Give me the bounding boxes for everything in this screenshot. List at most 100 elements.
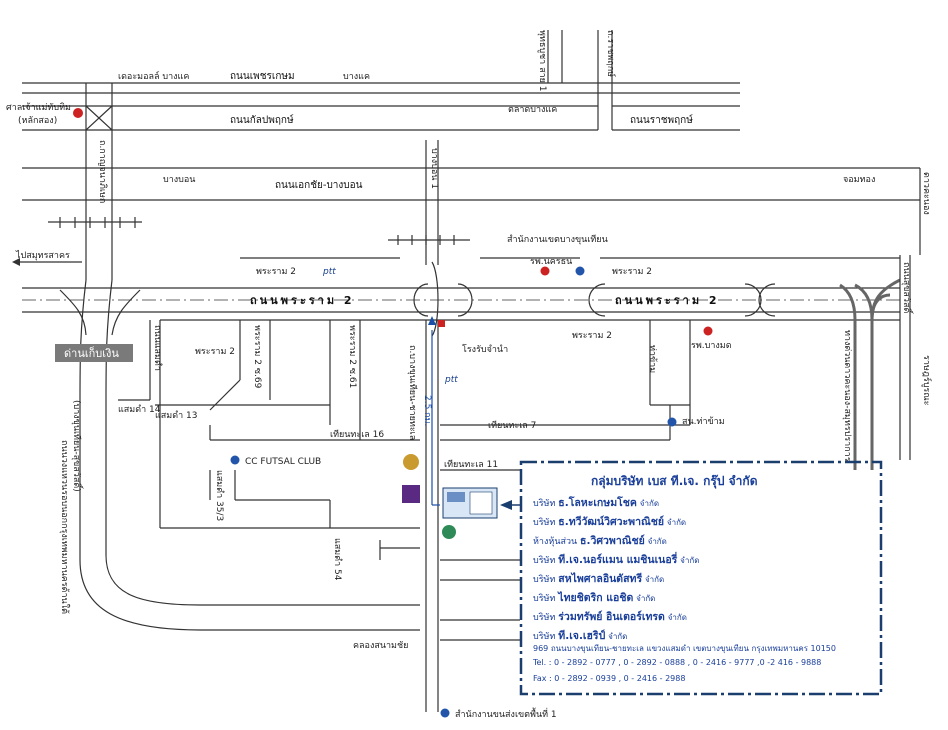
label-samae-dam-13: แสมดำ 13: [155, 410, 197, 421]
marker-shrine: [73, 108, 83, 118]
label-dao-khanong: ดาวคะนอง: [921, 172, 931, 215]
bank-ktb-icon: [403, 454, 419, 470]
label-bkt-chaithale: ถ.บางขุนเทียน-ชายทะเล: [407, 345, 418, 440]
road-phetkasem: [22, 82, 740, 94]
company-line-name: ไทยชิตริก แอชิด: [558, 592, 634, 604]
label-kanchanaphisek: ถ.กาญจนาภิเษก: [97, 140, 108, 203]
interchange-east: [588, 283, 776, 317]
toll-plaza-badge: [55, 344, 133, 362]
company-line-prefix: บริษัท: [533, 556, 556, 566]
label-ekachai: ถนนเอกชัย-บางบอน: [275, 180, 363, 191]
label-samae-dam-14: แสมดำ 14: [118, 404, 161, 415]
company-line-name: สหไพศาลอินดัสทรี: [558, 573, 643, 585]
label-ratburana: ราษฎร์บูรณะ: [921, 355, 933, 406]
company-line-name: ธ.ทวีวัฒน์วิศวะพาณิชย์: [558, 516, 665, 528]
company-line-1: บริษัท ธ.โลหะเกษมโชค จำกัด: [533, 494, 659, 511]
company-line-7: บริษัท ร่วมทรัพย์ อินเตอร์เทรด จำกัด: [533, 608, 687, 625]
marker-revenue-office: [440, 708, 450, 718]
company-box-border: [519, 460, 883, 696]
label-rama2-a: พระราม 2: [256, 267, 296, 277]
label-rama2-d: พระราม 2: [612, 267, 652, 277]
company-line-suffix: จำกัด: [666, 518, 687, 527]
road-ratchaphruek-v: [597, 30, 613, 130]
label-samae-dam: ถนนแสมดำ: [152, 325, 163, 371]
label-chom-thong: จอมทอง: [843, 175, 875, 185]
label-tian-thale-7: เทียนทะเล 7: [488, 420, 536, 431]
road-phutthabucha: [547, 30, 563, 83]
marker-cc-futsal: [230, 455, 240, 465]
bank-kbank-icon: [442, 525, 456, 539]
road-kanchanaphisek-v: [85, 83, 113, 280]
company-line-prefix: บริษัท: [533, 518, 556, 528]
road-ekachai: [22, 167, 920, 201]
company-line-prefix: บริษัท: [533, 499, 556, 509]
company-line-5: บริษัท สหไพศาลอินดัสทรี จำกัด: [533, 570, 664, 587]
road-bang-khun-thian: [425, 320, 439, 712]
label-ratchaphruek-v: ถ.ราชพฤกษ์: [605, 30, 617, 77]
company-line-name: ที.เจ.เฮริป์: [558, 630, 606, 642]
label-expressway: ทางด่วนดาวคะนอง-สมุทรปราการ: [842, 330, 852, 462]
label-police: สน.ท่าข้าม: [682, 416, 725, 427]
company-line-suffix: จำกัด: [644, 575, 665, 584]
label-bang-khae: บางแค: [343, 72, 370, 82]
label-seacon: เดอะมอลล์ บางแค: [118, 70, 189, 82]
road-rama2: [22, 257, 900, 321]
company-line-name: ที.เจ.นอร์แมน แมชินเนอรี่: [558, 554, 678, 566]
company-address: 969 ถนนบางขุนเทียน-ชายทะเล แขวงแสมดำ เขต…: [533, 644, 836, 653]
company-line-4: บริษัท ที.เจ.นอร์แมน แมชินเนอรี่ จำกัด: [533, 551, 699, 568]
company-line-suffix: จำกัด: [608, 632, 628, 641]
label-suksawat: ถนนสุขสวัสดิ์: [901, 262, 914, 315]
arrow-to-box: [500, 500, 521, 510]
company-info-box: กลุ่มบริษัท เบส ที.เจ. กรุ๊ป จำกัด บริษั…: [521, 462, 881, 694]
label-rama2-main: ถนนพระราม 2: [250, 294, 355, 307]
company-building-icon: [442, 487, 498, 519]
company-line-prefix: บริษัท: [533, 613, 556, 623]
road-kanlapaphruek: [22, 105, 740, 131]
label-revenue-office: สำนักงานขนส่งเขตพื้นที่ 1: [455, 707, 557, 720]
label-bang-bon-1: บางบอน 1: [429, 148, 439, 189]
label-hospital-nakhon: รพ.นครธน: [530, 257, 572, 267]
company-fax: Fax : 0 - 2892 - 0939 , 0 - 2416 - 2988: [533, 674, 686, 683]
side-streets: [118, 320, 691, 641]
company-line-6: บริษัท ไทยชิตริก แอชิด จำกัด: [533, 589, 655, 606]
company-line-name: ธ.โลหะเกษมโชค: [558, 497, 637, 509]
label-tian-thale-11: เทียนทะเล 11: [444, 459, 498, 470]
label-water-plant: โรงรับจำนำ: [462, 344, 508, 355]
label-rama2-69: พระราม 2 ซ.69: [252, 325, 262, 389]
company-line-suffix: จำกัด: [680, 556, 700, 565]
route-arrow: [428, 316, 440, 506]
company-line-suffix: จำกัด: [636, 594, 656, 603]
company-line-suffix: จำกัด: [667, 613, 687, 622]
label-samae-dam-35-3: แสมดำ 35/3: [214, 470, 225, 521]
label-rama2-61: พระราม 2 ซ.61: [347, 325, 357, 388]
rail-crossing-center: [388, 235, 470, 245]
road-outer-ring: [59, 279, 420, 631]
marker-water-plant: [438, 320, 445, 327]
road-expressway: [839, 255, 911, 470]
label-to-samut-sakhon: ไปสมุทรสาคร: [15, 250, 70, 261]
marker-district-office: [575, 266, 585, 276]
label-tha-kham: ท่าข้าม: [647, 345, 658, 373]
label-district-office: สำนักงานเขตบางขุนเทียน: [507, 234, 608, 245]
label-ptt-2: ptt: [444, 375, 458, 385]
label-toll: ด่านเก็บเงิน: [64, 346, 119, 360]
company-line-suffix: จำกัด: [647, 537, 667, 546]
label-talat-bang-khae: ตลาดบางแค: [508, 105, 557, 115]
label-phetkasem: ถนนเพชรเกษม: [230, 71, 295, 82]
label-distance: 2.5 กม.: [422, 395, 432, 426]
company-line-name: ธ.วิศวพาณิชย์: [580, 535, 645, 547]
label-rama2-b: พระราม 2: [195, 347, 235, 357]
company-line-prefix: บริษัท: [533, 632, 556, 642]
interchange-center: [413, 261, 473, 337]
marker-hospital-bangmod: [703, 326, 713, 336]
company-tel: Tel. : 0 - 2892 - 0777 , 0 - 2892 - 0888…: [533, 658, 822, 667]
company-line-prefix: บริษัท: [533, 594, 556, 604]
label-outer-ring: ถนนวงแหวนรอบนอกกรุงเทพมหานครด้านใต้: [59, 440, 70, 614]
company-line-8: บริษัท ที.เจ.เฮริป์ จำกัด: [533, 627, 627, 644]
label-hospital-bangmod: รพ.บางมด: [691, 341, 732, 351]
label-shrine: ศาลเจ้าแม่ทับทิม: [6, 102, 71, 113]
label-phutthabucha: พุทธบูชา สาย 1: [537, 30, 547, 92]
label-samae-dam-54: แสมดำ 54: [332, 538, 343, 581]
company-line-suffix: จำกัด: [639, 499, 660, 508]
